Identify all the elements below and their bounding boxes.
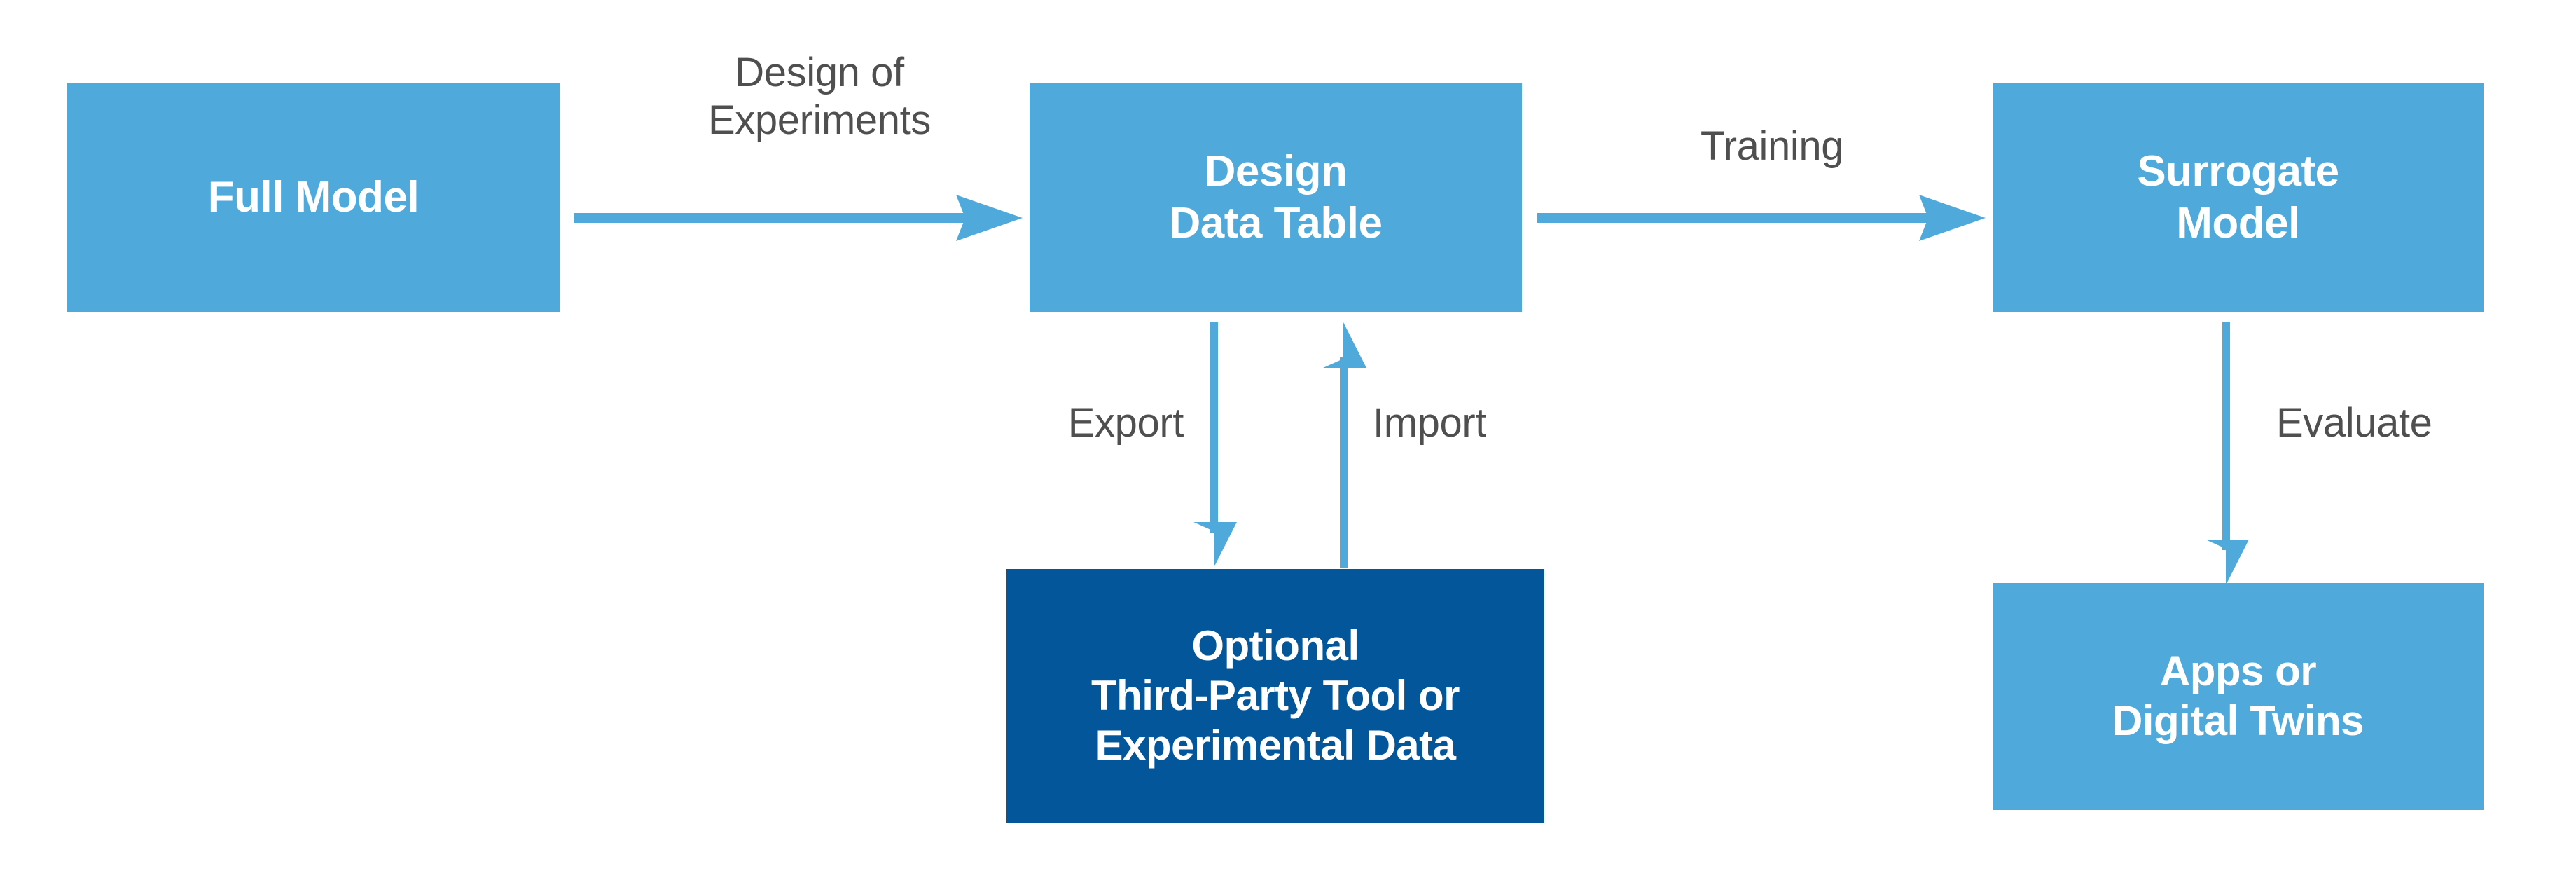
- node-apps-or-digital-twins[interactable]: Apps or Digital Twins: [1993, 583, 2484, 810]
- arrow-right-training-icon: [1537, 182, 1986, 259]
- arrow-down-evaluate-icon: [2189, 322, 2266, 585]
- node-full-model[interactable]: Full Model: [67, 83, 560, 312]
- node-design-data-table[interactable]: Design Data Table: [1030, 83, 1522, 312]
- node-surrogate-model[interactable]: Surrogate Model: [1993, 83, 2484, 312]
- edge-label-design-of-experiments: Design of Experiments: [708, 50, 931, 144]
- edge-label-import: Import: [1373, 400, 1486, 446]
- node-optional-third-party-tool-or-experimental-data[interactable]: Optional Third-Party Tool or Experimenta…: [1006, 569, 1544, 823]
- edge-label-training: Training: [1700, 123, 1844, 169]
- edge-label-evaluate: Evaluate: [2276, 400, 2432, 446]
- arrow-right-design-of-experiments-icon: [574, 182, 1023, 259]
- arrow-up-import-icon: [1306, 322, 1383, 568]
- edge-label-export: Export: [1067, 400, 1184, 446]
- arrow-down-export-icon: [1177, 322, 1254, 568]
